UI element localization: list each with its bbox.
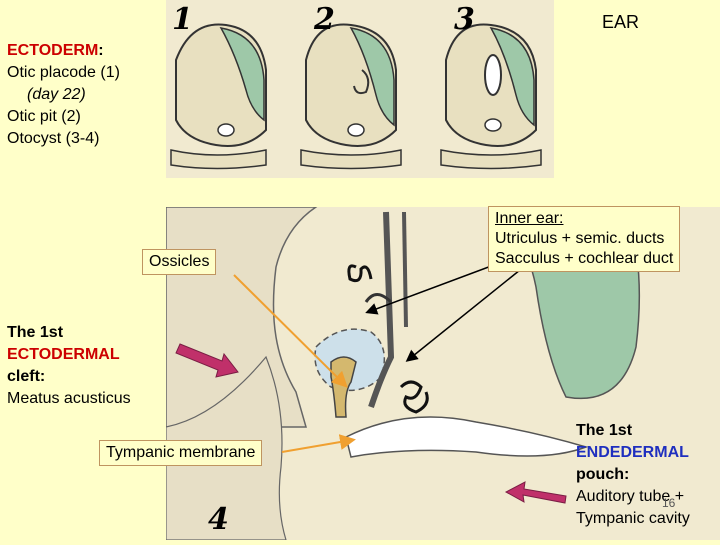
ossicles-arrow bbox=[233, 274, 348, 388]
inner-ear-heading: Inner ear: bbox=[495, 210, 564, 227]
endodermal-pouch-line-1: The 1st bbox=[576, 422, 633, 439]
semicircular-duct-loop bbox=[347, 264, 373, 283]
ectoderm-heading: ECTODERM bbox=[7, 42, 99, 59]
ectoderm-line-1: Otic placode (1) bbox=[7, 64, 120, 81]
stage-2-drawing bbox=[300, 23, 402, 170]
stage-number-1: 1 bbox=[172, 2, 193, 37]
stage-3-drawing bbox=[440, 23, 542, 170]
ectodermal-cleft-line-3: cleft: bbox=[7, 368, 46, 385]
endodermal-pouch-line-2: ENDEDERMAL bbox=[576, 444, 689, 461]
stage-number-4: 4 bbox=[208, 502, 229, 537]
stage-number-3: 3 bbox=[454, 2, 475, 37]
stage-number-2: 2 bbox=[314, 2, 335, 37]
otic-stages-figure bbox=[166, 0, 554, 178]
ectoderm-line-2: (day 22) bbox=[27, 86, 86, 103]
ectodermal-cleft-block: The 1st ECTODERMAL cleft: Meatus acustic… bbox=[7, 322, 131, 410]
inner-ear-label: Inner ear: Utriculus + semic. ducts Sacc… bbox=[488, 206, 681, 272]
ectoderm-block: ECTODERM: Otic placode (1) (day 22) Otic… bbox=[7, 40, 120, 150]
ectodermal-cleft-line-2: ECTODERMAL bbox=[7, 346, 120, 363]
endodermal-pouch-arrow bbox=[504, 481, 567, 504]
sacculus-arrow bbox=[405, 269, 521, 362]
endodermal-pouch-line-4: Auditory tube + bbox=[576, 488, 685, 505]
ectodermal-cleft-line-4: Meatus acusticus bbox=[7, 390, 131, 407]
page-number: 16 bbox=[662, 496, 676, 510]
endodermal-pouch-line-3: pouch: bbox=[576, 466, 630, 483]
otic-stages-drawing bbox=[170, 23, 542, 170]
utriculus-arrow bbox=[365, 261, 503, 315]
ectodermal-cleft-line-1: The 1st bbox=[7, 324, 64, 341]
tympanic-membrane-arrow bbox=[281, 434, 356, 453]
membranous-labyrinth bbox=[368, 211, 395, 408]
page-title: EAR bbox=[602, 12, 640, 32]
tympanic-membrane-label: Tympanic membrane bbox=[99, 440, 263, 466]
endodermal-pouch-block: The 1st ENDEDERMAL pouch: Auditory tube … bbox=[576, 420, 690, 530]
pouch-lumen bbox=[345, 416, 589, 458]
ectoderm-colon: : bbox=[98, 42, 104, 59]
inner-ear-line-1: Utriculus + semic. ducts bbox=[495, 230, 665, 247]
ossicles-label: Ossicles bbox=[142, 249, 217, 275]
ectoderm-line-3: Otic pit (2) bbox=[7, 108, 81, 125]
cochlear-duct-loop bbox=[399, 380, 429, 414]
inner-ear-line-2: Sacculus + cochlear duct bbox=[495, 250, 674, 267]
endodermal-pouch-line-5: Tympanic cavity bbox=[576, 510, 690, 527]
ectoderm-line-4: Otocyst (3-4) bbox=[7, 130, 100, 147]
ectodermal-cleft-arrow bbox=[175, 343, 239, 378]
stage-1-drawing bbox=[170, 23, 267, 170]
